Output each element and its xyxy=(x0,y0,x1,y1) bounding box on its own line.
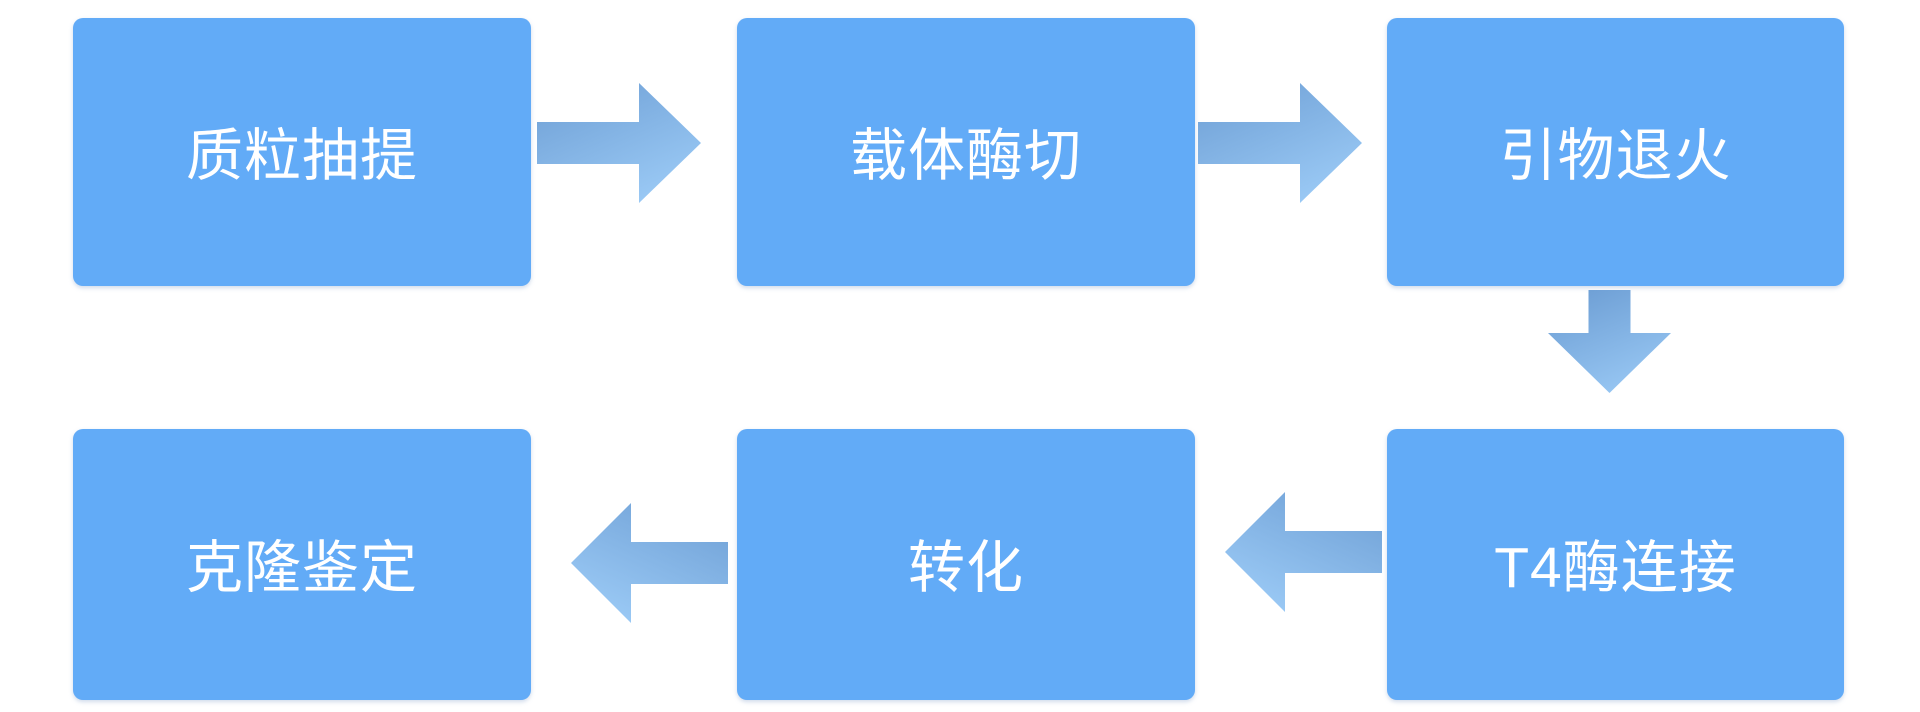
node-label: 引物退火 xyxy=(1499,123,1732,188)
node-label: 质粒抽提 xyxy=(186,123,418,188)
flow-node-transformation: 转化 xyxy=(737,429,1195,700)
flow-node-clone-identification: 克隆鉴定 xyxy=(73,429,531,700)
right-arrow-icon xyxy=(537,83,701,203)
left-arrow-icon xyxy=(1225,492,1382,612)
down-arrow-icon xyxy=(1548,290,1671,393)
node-label: 转化 xyxy=(908,536,1024,600)
flow-node-primer-annealing: 引物退火 xyxy=(1387,18,1844,286)
flow-node-plasmid-extraction: 质粒抽提 xyxy=(73,18,531,286)
node-label: 载体酶切 xyxy=(850,123,1082,188)
flow-node-vector-digestion: 载体酶切 xyxy=(737,18,1195,286)
right-arrow-icon xyxy=(1198,83,1362,203)
node-label: T4酶连接 xyxy=(1494,536,1737,600)
left-arrow-icon xyxy=(571,503,728,623)
node-label: 克隆鉴定 xyxy=(186,536,418,600)
flow-node-t4-ligation: T4酶连接 xyxy=(1387,429,1844,700)
